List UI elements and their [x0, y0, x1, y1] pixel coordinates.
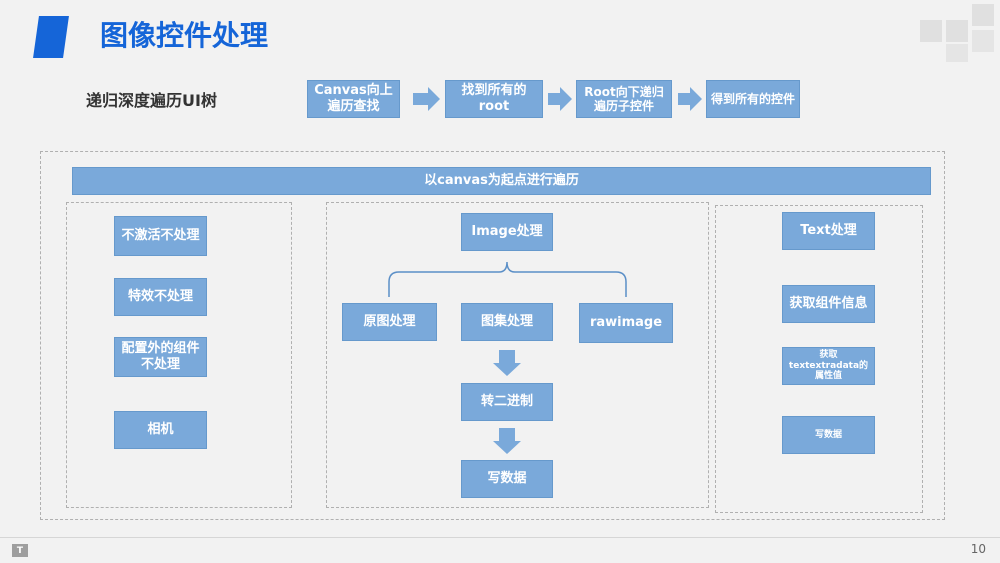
branch-atlas: 图集处理 [461, 303, 553, 341]
flow-step-4: 得到所有的控件 [706, 80, 800, 118]
right-write-data-box: 写数据 [782, 416, 875, 454]
left-panel [66, 202, 292, 508]
footer-logo: T [12, 544, 28, 557]
footer-divider [0, 537, 1000, 538]
left-item-effects: 特效不处理 [114, 278, 207, 316]
convert-binary-box: 转二进制 [461, 383, 553, 421]
branch-rawimage: rawimage [579, 303, 673, 343]
center-panel [326, 202, 709, 508]
get-textextradata-box: 获取textextradata的属性值 [782, 347, 875, 385]
down-arrow-1 [493, 350, 521, 376]
left-item-inactive: 不激活不处理 [114, 216, 207, 256]
branch-original: 原图处理 [342, 303, 437, 341]
subtitle: 递归深度遍历UI树 [86, 91, 217, 110]
down-arrow-2 [493, 428, 521, 454]
page-number: 10 [970, 542, 986, 556]
flow-step-2: 找到所有的root [445, 80, 543, 118]
right-panel [715, 205, 923, 513]
left-item-unconfigured: 配置外的组件不处理 [114, 337, 207, 377]
flow-arrow-3 [678, 87, 702, 111]
flow-arrow-1 [413, 87, 440, 111]
traversal-banner: 以canvas为起点进行遍历 [72, 167, 931, 195]
write-data-box: 写数据 [461, 460, 553, 498]
left-item-camera: 相机 [114, 411, 207, 449]
branch-bracket [388, 261, 627, 297]
image-process-box: Image处理 [461, 213, 553, 251]
outer-dashed-frame [40, 151, 945, 520]
text-process-box: Text处理 [782, 212, 875, 250]
flow-step-1: Canvas向上遍历查找 [307, 80, 400, 118]
page-title: 图像控件处理 [100, 19, 269, 52]
flow-arrow-2 [548, 87, 572, 111]
get-component-info-box: 获取组件信息 [782, 285, 875, 323]
flow-step-3: Root向下递归遍历子控件 [576, 80, 672, 118]
corner-decoration [920, 0, 1000, 65]
